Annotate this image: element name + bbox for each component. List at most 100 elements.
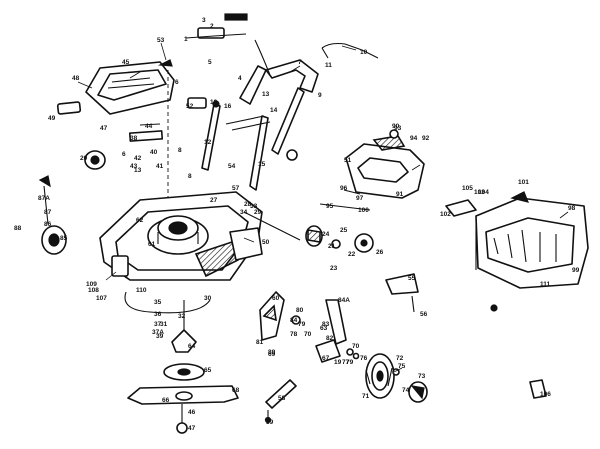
callout-33: 33 [250, 203, 258, 210]
callout-8-lower: 8 [188, 173, 192, 180]
axle [243, 211, 374, 253]
callout-87a: 87A [38, 195, 50, 202]
callout-45: 45 [122, 59, 130, 66]
callout-37: 37 [154, 321, 162, 328]
motor [147, 215, 209, 255]
callout-63: 63 [320, 325, 328, 332]
callout-103: 103 [474, 189, 485, 196]
callout-15: 15 [258, 161, 266, 168]
callout-12: 12 [204, 139, 212, 146]
callout-61: 61 [148, 241, 156, 248]
callout-5: 5 [208, 59, 212, 66]
callout-3: 3 [202, 17, 206, 24]
callout-71: 71 [362, 393, 370, 400]
callout-10: 10 [360, 49, 368, 56]
callout-7: 7 [298, 59, 302, 66]
callout-26: 26 [376, 249, 384, 256]
handle-clamp [187, 97, 298, 161]
callout-20: 20 [80, 155, 88, 162]
callout-68: 68 [232, 387, 240, 394]
callout-21: 21 [328, 243, 336, 250]
callout-60: 60 [272, 295, 280, 302]
callout-110: 110 [136, 287, 147, 294]
callout-81: 81 [256, 339, 264, 346]
callout-13: 13 [262, 91, 270, 98]
callout-47: 47 [188, 425, 196, 432]
wheel-lever [315, 299, 347, 363]
bag-mount [385, 273, 419, 313]
callout-6: 6 [175, 79, 179, 86]
callout-100: 100 [358, 207, 369, 214]
hub-cap [408, 381, 428, 403]
rear-flap [56, 101, 82, 115]
callout-73: 73 [418, 373, 426, 380]
callout-22: 22 [348, 251, 356, 258]
callout-106: 106 [540, 391, 551, 398]
callout-93: 93 [394, 125, 402, 132]
callout-50: 50 [262, 239, 270, 246]
side-discharge-cover [229, 227, 263, 261]
callout-101: 101 [518, 179, 529, 186]
callout-107: 107 [96, 295, 107, 302]
callout-86: 86 [44, 221, 52, 228]
fan-wheel [163, 363, 205, 381]
callout-31: 31 [160, 321, 168, 328]
callout-19-lower: 19 [334, 359, 342, 366]
callout-43: 43 [130, 163, 138, 170]
callout-48: 48 [72, 75, 80, 82]
screw-59 [264, 416, 272, 424]
callout-9: 9 [318, 92, 322, 99]
blade-bolt [176, 404, 188, 434]
callout-96: 96 [340, 185, 348, 192]
callout-67: 67 [322, 355, 330, 362]
callout-87: 87 [44, 209, 52, 216]
callout-6-lower: 6 [122, 151, 126, 158]
cable-loop [124, 291, 211, 314]
callout-70: 70 [352, 343, 360, 350]
callout-94: 94 [410, 135, 418, 142]
callout-75: 75 [398, 363, 406, 370]
callout-14: 14 [270, 107, 278, 114]
callout-19: 19 [210, 99, 218, 106]
callout-16: 16 [224, 103, 232, 110]
callout-69: 69 [268, 351, 276, 358]
callout-72: 72 [396, 355, 404, 362]
callout-29: 29 [254, 209, 262, 216]
callout-84a: 84A [338, 297, 350, 304]
grass-collector-lid [85, 59, 175, 115]
callout-labels: 1 2 3 4 5 6 7 8 9 10 11 12 13 14 15 16 1… [14, 17, 580, 432]
callout-11: 11 [325, 62, 332, 69]
callout-41: 41 [156, 163, 164, 170]
callout-32: 32 [178, 313, 186, 320]
callout-77: 77 [342, 359, 350, 366]
callout-13-lower: 13 [134, 167, 142, 174]
callout-99: 99 [572, 267, 580, 274]
cutting-blade [127, 385, 239, 405]
upper-handle-bar [254, 39, 379, 93]
callout-64: 64 [188, 343, 196, 350]
leader-lines [77, 42, 569, 373]
callout-104: 104 [478, 189, 489, 196]
callout-109: 109 [86, 281, 97, 288]
callout-55: 55 [408, 275, 416, 282]
callout-111: 111 [540, 281, 551, 288]
callout-92: 92 [422, 135, 430, 142]
callout-40: 40 [150, 149, 158, 156]
switch-lever [185, 13, 248, 39]
callout-65: 65 [204, 367, 212, 374]
callout-58: 58 [278, 395, 286, 402]
height-adjuster-knob [84, 150, 106, 170]
callout-4: 4 [238, 75, 242, 82]
callout-80: 80 [296, 307, 304, 314]
callout-2: 2 [210, 23, 214, 30]
callout-97: 97 [356, 195, 364, 202]
callout-66: 66 [162, 397, 170, 404]
callout-89: 89 [268, 349, 276, 356]
callout-85: 85 [60, 235, 68, 242]
callout-79-lower: 79 [346, 359, 354, 366]
callout-38: 38 [130, 135, 138, 142]
callout-54: 54 [228, 163, 236, 170]
callout-1: 1 [184, 36, 188, 43]
callout-70-lower: 70 [304, 331, 312, 338]
